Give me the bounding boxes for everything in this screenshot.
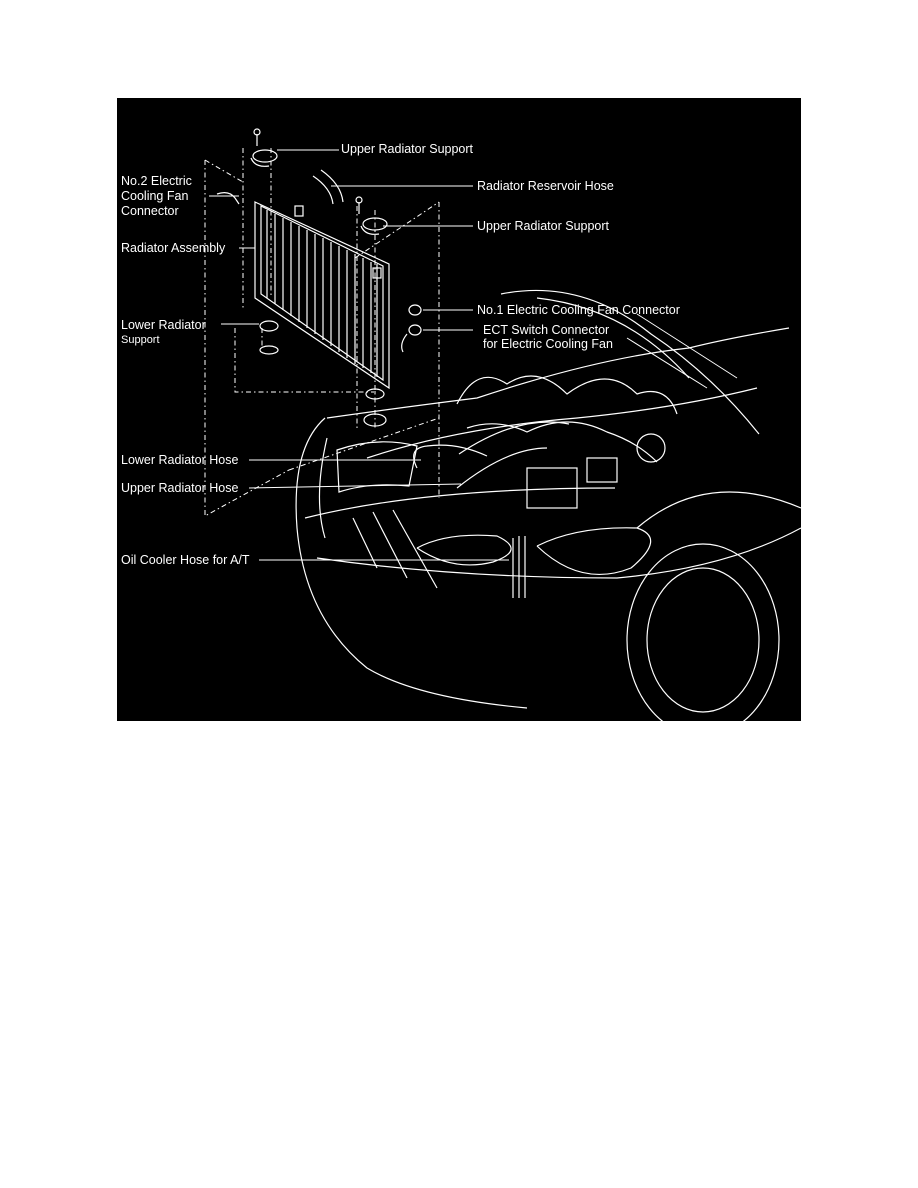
label-lower-radiator-support-line2: Support: [121, 334, 160, 346]
leader-lines: [209, 149, 738, 561]
car-body-drawing: [295, 289, 801, 721]
diagram-artwork: [204, 128, 801, 721]
label-radiator-assembly: Radiator Assembly: [121, 241, 226, 255]
label-no1-fan-connector: No.1 Electric Cooling Fan Connector: [477, 303, 680, 317]
alignment-dashed-lines: [204, 148, 440, 517]
engine-drawing: [413, 375, 678, 598]
label-radiator-reservoir-hose: Radiator Reservoir Hose: [477, 179, 614, 193]
upper-supports: [250, 128, 388, 235]
label-upper-radiator-support-right: Upper Radiator Support: [477, 219, 610, 233]
label-no2-fan-connector-line2: Cooling Fan: [121, 189, 189, 203]
label-lower-radiator-hose: Lower Radiator Hose: [121, 453, 239, 467]
label-oil-cooler-hose: Oil Cooler Hose for A/T: [121, 553, 250, 567]
label-upper-radiator-hose: Upper Radiator Hose: [121, 481, 239, 495]
label-upper-radiator-support-top: Upper Radiator Support: [341, 142, 474, 156]
connectors: [216, 192, 422, 353]
label-lower-radiator-support-line1: Lower Radiator: [121, 318, 206, 332]
lower-supports: [259, 320, 387, 427]
reservoir-hose-drawing: [312, 169, 344, 205]
label-ect-switch-line2: for Electric Cooling Fan: [483, 337, 613, 351]
label-no2-fan-connector-line3: Connector: [121, 204, 179, 218]
radiator-assembly-drawing: [254, 201, 390, 390]
radiator-exploded-diagram: Upper Radiator Support Radiator Reservoi…: [117, 98, 801, 721]
label-ect-switch-line1: ECT Switch Connector: [483, 323, 610, 337]
label-no2-fan-connector-line1: No.2 Electric: [121, 174, 192, 188]
